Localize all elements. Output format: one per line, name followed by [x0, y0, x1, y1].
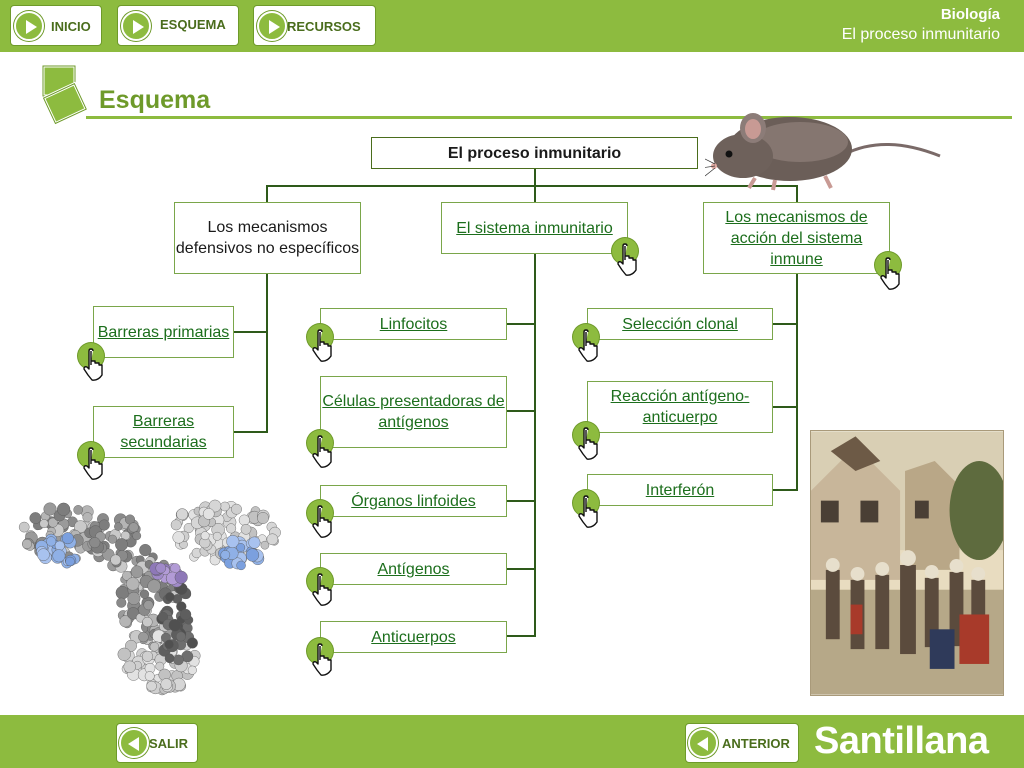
- hand-cursor-icon[interactable]: [305, 636, 339, 678]
- top-bar: INICIO ESQUEMA RECURSOS Biología El proc…: [0, 0, 1024, 52]
- leaf-anticuerpos[interactable]: Anticuerpos: [320, 621, 507, 653]
- leaf-linfocitos[interactable]: Linfocitos: [320, 308, 507, 340]
- leaf-link[interactable]: Linfocitos: [379, 315, 448, 333]
- connector: [534, 254, 536, 637]
- connector: [234, 431, 268, 433]
- leaf-reaccion-antigeno[interactable]: Reacción antígeno-anticuerpo: [587, 381, 773, 433]
- hand-cursor-icon[interactable]: [610, 236, 644, 278]
- leaf-link[interactable]: Órganos linfoides: [351, 492, 476, 510]
- connector: [773, 406, 798, 408]
- play-icon: [121, 11, 151, 41]
- branch-link[interactable]: Los mecanismos de acción del sistema inm…: [725, 208, 868, 268]
- leaf-barreras-secundarias[interactable]: Barreras secundarias: [93, 406, 234, 458]
- leaf-link[interactable]: Reacción antígeno-anticuerpo: [610, 388, 750, 426]
- hand-cursor-icon[interactable]: [571, 322, 605, 364]
- leaf-link[interactable]: Antígenos: [377, 560, 450, 578]
- branch-node-nonspecific: Los mecanismos defensivos no específicos: [174, 202, 361, 274]
- hand-cursor-icon[interactable]: [305, 428, 339, 470]
- hand-cursor-icon[interactable]: [76, 341, 110, 383]
- play-icon: [257, 11, 287, 41]
- connector: [507, 568, 536, 570]
- scheme-icon: [41, 64, 89, 126]
- connector: [773, 489, 798, 491]
- connector: [507, 635, 536, 637]
- connector: [266, 185, 798, 187]
- connector: [773, 323, 798, 325]
- title-divider: [86, 116, 1012, 119]
- connector: [266, 185, 268, 202]
- leaf-link[interactable]: Selección clonal: [622, 315, 738, 333]
- leaf-antigenos[interactable]: Antígenos: [320, 553, 507, 585]
- leaf-link[interactable]: Anticuerpos: [371, 628, 456, 646]
- connector: [534, 185, 536, 202]
- leaf-link[interactable]: Células presentadoras de antígenos: [322, 393, 505, 431]
- connector: [507, 500, 536, 502]
- bottom-bar: SALIR ANTERIOR Santillana: [0, 715, 1024, 768]
- back-arrow-icon: [688, 728, 718, 758]
- branch-label: Los mecanismos defensivos no específicos: [175, 219, 360, 257]
- recursos-button[interactable]: RECURSOS: [253, 5, 376, 46]
- anterior-button[interactable]: ANTERIOR: [685, 723, 799, 763]
- leaf-organos-linfoides[interactable]: Órganos linfoides: [320, 485, 507, 517]
- leaf-seleccion-clonal[interactable]: Selección clonal: [587, 308, 773, 340]
- connector: [507, 410, 536, 412]
- mouse-image: [705, 113, 941, 191]
- connector: [796, 274, 798, 491]
- connector: [266, 274, 268, 433]
- esquema-label: ESQUEMA: [160, 17, 226, 32]
- esquema-button[interactable]: ESQUEMA: [117, 5, 239, 46]
- subject-header: Biología El proceso inmunitario: [842, 6, 1000, 44]
- subject-title: Biología: [940, 6, 1000, 23]
- hand-cursor-icon[interactable]: [305, 498, 339, 540]
- leaf-link[interactable]: Interferón: [645, 481, 715, 499]
- connector: [234, 331, 268, 333]
- hand-cursor-icon[interactable]: [76, 440, 110, 482]
- connector: [534, 169, 536, 186]
- anterior-label: ANTERIOR: [722, 736, 790, 751]
- inicio-button[interactable]: INICIO: [10, 5, 102, 46]
- inicio-label: INICIO: [51, 19, 91, 34]
- hand-cursor-icon[interactable]: [571, 420, 605, 462]
- leaf-celulas-presentadoras[interactable]: Células presentadoras de antígenos: [320, 376, 507, 448]
- back-arrow-icon: [119, 728, 149, 758]
- salir-button[interactable]: SALIR: [116, 723, 198, 763]
- hand-cursor-icon[interactable]: [305, 566, 339, 608]
- recursos-label: RECURSOS: [287, 19, 361, 34]
- antibody-image: [18, 499, 281, 696]
- hand-cursor-icon[interactable]: [873, 250, 907, 292]
- hand-cursor-icon[interactable]: [305, 322, 339, 364]
- leaf-link[interactable]: Barreras primarias: [97, 323, 230, 341]
- page-title: Esquema: [99, 86, 211, 114]
- hand-cursor-icon[interactable]: [571, 488, 605, 530]
- root-label: El proceso inmunitario: [447, 144, 622, 162]
- leaf-interferon[interactable]: Interferón: [587, 474, 773, 506]
- brand-logo: Santillana: [814, 720, 989, 762]
- branch-node-immune-system[interactable]: El sistema inmunitario: [441, 202, 628, 254]
- leaf-barreras-primarias[interactable]: Barreras primarias: [93, 306, 234, 358]
- branch-node-mechanisms[interactable]: Los mecanismos de acción del sistema inm…: [703, 202, 890, 274]
- topic-title: El proceso inmunitario: [841, 26, 1000, 43]
- play-icon: [14, 11, 44, 41]
- leaf-link[interactable]: Barreras secundarias: [120, 413, 207, 451]
- root-node: El proceso inmunitario: [371, 137, 698, 169]
- connector: [507, 323, 536, 325]
- historical-painting-image: [810, 430, 1004, 696]
- connector: [796, 185, 798, 202]
- salir-label: SALIR: [149, 736, 188, 751]
- branch-link[interactable]: El sistema inmunitario: [456, 219, 613, 237]
